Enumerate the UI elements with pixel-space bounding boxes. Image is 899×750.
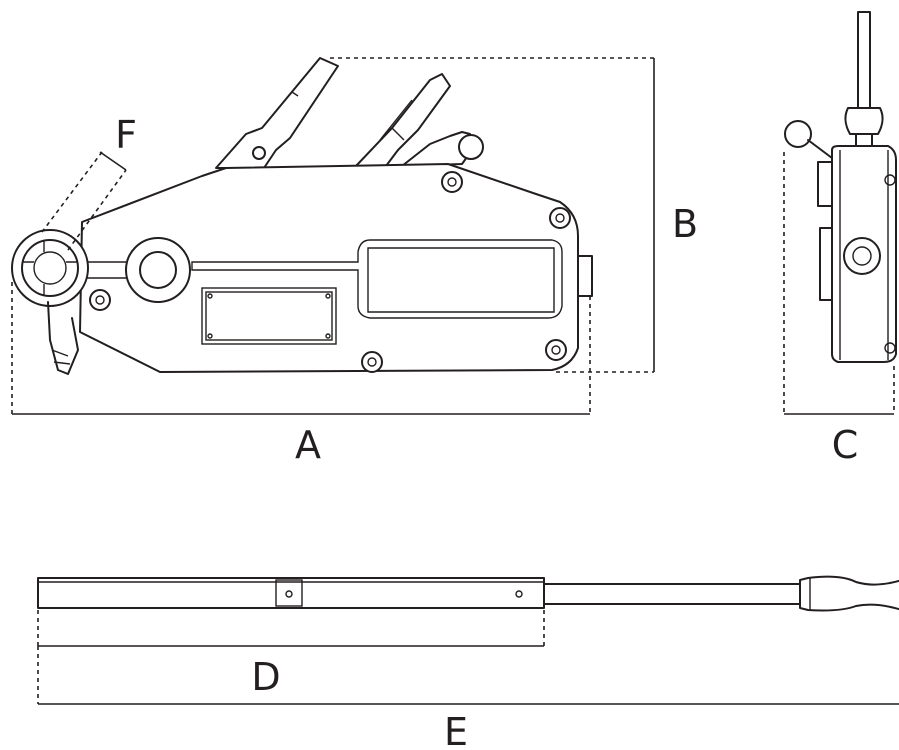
dimension-e [37,646,899,705]
anchor-hook [47,301,79,375]
body-bolts [89,171,571,373]
body-slot [191,239,563,319]
anchor-ring [11,229,89,307]
forward-lever [355,73,451,167]
hub-inner [139,251,177,289]
dimension-b [330,57,655,373]
rear-lever [215,57,339,169]
release-knob [401,131,484,167]
name-plate [201,287,337,345]
dimension-a [11,282,591,415]
dimension-f-label: F [115,113,137,157]
dimension-c-label: C [832,423,859,467]
dimension-c [783,152,895,415]
telescopic-handle [37,575,899,612]
dimension-e-label: E [444,710,468,750]
dimension-b-label: B [672,202,698,246]
hoist-body [79,163,579,373]
hoist-side-view [11,57,593,375]
dimension-a-label: A [295,423,321,467]
hoist-front-view [784,11,897,363]
dimension-d-label: D [251,655,280,699]
cable-nose [577,255,593,297]
dimension-d [37,610,545,647]
dimension-f [41,151,127,251]
